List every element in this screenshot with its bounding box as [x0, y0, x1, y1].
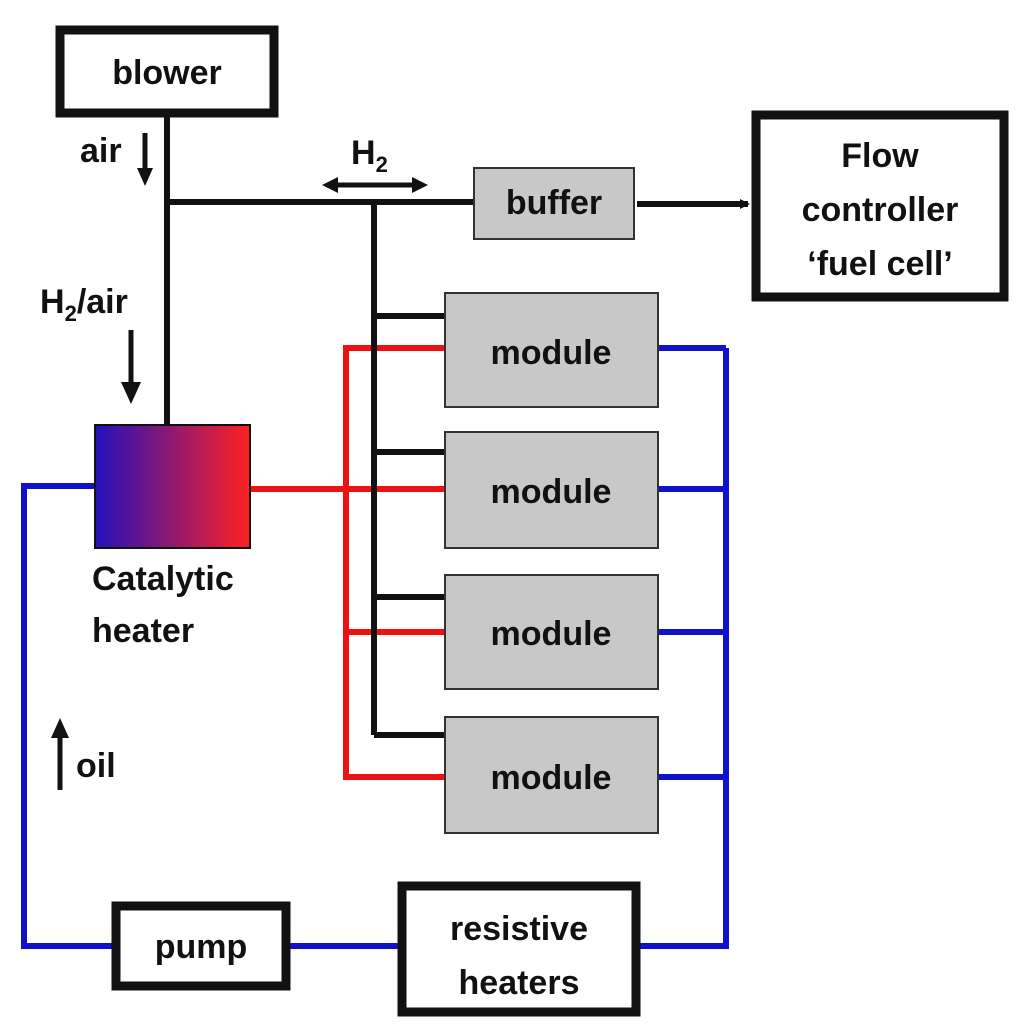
module-3-label: module	[491, 615, 612, 653]
hot-oil-distributor-line	[343, 345, 445, 780]
module-4-label: module	[491, 759, 612, 797]
catalytic-heater-line1: Catalytic	[92, 560, 234, 598]
module-2-label: module	[491, 473, 612, 511]
flow-arrows	[51, 133, 428, 790]
blower-label: blower	[112, 54, 222, 92]
buffer-label: buffer	[506, 184, 602, 222]
h2-label: H2	[351, 134, 388, 177]
gas-lines	[164, 113, 750, 738]
buffer-box: buffer	[473, 167, 635, 240]
h2-air-label: H2/air	[40, 283, 128, 326]
pump-box: pump	[111, 901, 291, 991]
cold-oil-lines	[21, 345, 729, 949]
hot-oil-lines	[250, 345, 445, 780]
pump-label: pump	[155, 928, 248, 966]
h2air-down-arrow-icon	[121, 330, 141, 404]
resistive-heaters-line1: resistive	[450, 910, 588, 948]
air-label: air	[80, 132, 122, 170]
module-1: module	[444, 292, 659, 408]
oil-up-arrow-icon	[51, 718, 69, 790]
module-2: module	[444, 431, 659, 549]
module-1-label: module	[491, 334, 612, 372]
h2-bidirectional-arrow-icon	[322, 177, 428, 193]
flow-controller-box: Flow controller ‘fuel cell’	[751, 110, 1009, 302]
flow-controller-line1: Flow	[841, 137, 919, 175]
module-4: module	[444, 716, 659, 834]
flow-controller-line3: ‘fuel cell’	[807, 245, 953, 283]
air-down-arrow-icon	[137, 133, 153, 186]
catalytic-heater-line2: heater	[92, 612, 194, 650]
resistive-to-collector-line	[638, 348, 729, 949]
blower-box: blower	[55, 25, 279, 118]
resistive-heaters-box: resistive heaters	[397, 881, 641, 1017]
resistive-heaters-line2: heaters	[459, 964, 580, 1002]
oil-label: oil	[76, 747, 116, 785]
oil-return-line	[21, 483, 112, 949]
module-3: module	[444, 574, 659, 690]
catalytic-heater: Catalytic heater	[92, 424, 251, 650]
flow-controller-line2: controller	[802, 191, 959, 229]
